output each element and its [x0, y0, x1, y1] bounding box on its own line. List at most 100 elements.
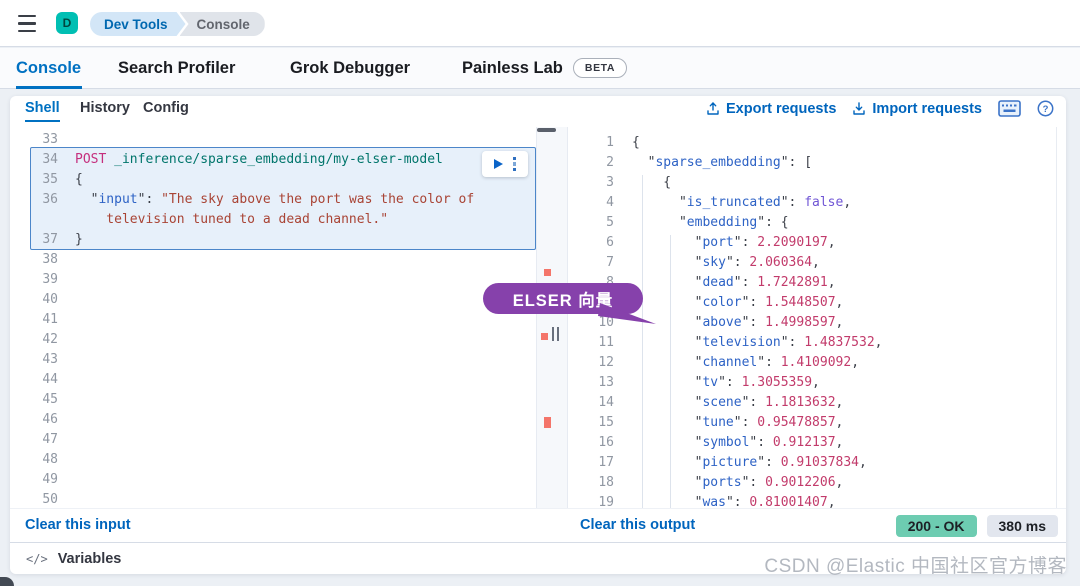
- code-line: 18 "ports": 0.9012206,: [598, 475, 844, 490]
- code-icon: </>: [26, 551, 48, 566]
- code-line: 6 "port": 2.2090197,: [606, 235, 836, 250]
- code-line: 3 {: [606, 175, 672, 190]
- send-request-button[interactable]: [493, 159, 503, 169]
- tab-search-profiler-label: Search Profiler: [118, 58, 236, 77]
- code-line: 42: [42, 332, 58, 347]
- code-line: 37}: [42, 232, 83, 247]
- code-line: 38: [42, 252, 58, 267]
- import-requests-label: Import requests: [872, 100, 982, 117]
- breadcrumb: Dev Tools Console: [90, 12, 265, 36]
- breadcrumb-dev-tools[interactable]: Dev Tools: [90, 12, 186, 36]
- tab-grok-debugger[interactable]: Grok Debugger: [290, 48, 462, 89]
- tab-console[interactable]: Console: [16, 48, 118, 89]
- code-line: 15 "tune": 0.95478857,: [598, 415, 844, 430]
- import-icon: [853, 101, 866, 115]
- resize-handle-icon[interactable]: [552, 327, 560, 341]
- export-icon: [707, 101, 719, 115]
- request-actions: [482, 151, 528, 177]
- tab-grok-debugger-label: Grok Debugger: [290, 58, 411, 77]
- svg-text:?: ?: [1043, 104, 1049, 115]
- code-line: 11 "television": 1.4837532,: [598, 335, 883, 350]
- tab-history[interactable]: History: [80, 100, 130, 116]
- keyboard-shortcuts-icon[interactable]: [998, 100, 1021, 117]
- code-line: 13 "tv": 1.3055359,: [598, 375, 820, 390]
- export-requests-label: Export requests: [726, 100, 837, 117]
- tab-config[interactable]: Config: [143, 100, 189, 116]
- import-requests-button[interactable]: Import requests: [852, 101, 982, 117]
- code-line: 12 "channel": 1.4109092,: [598, 355, 860, 370]
- dev-tools-tab-bar: Console Search Profiler Grok Debugger Pa…: [0, 48, 1080, 89]
- panel-divider[interactable]: [536, 127, 568, 508]
- code-line: 5 "embedding": {: [606, 215, 789, 230]
- code-line: 2 "sparse_embedding": [: [606, 155, 813, 170]
- code-line: 49: [42, 472, 58, 487]
- tab-console-label: Console: [16, 58, 82, 77]
- tab-painless-lab-label: Painless Lab: [462, 58, 563, 77]
- annotation-marker: [544, 269, 551, 276]
- tab-search-profiler[interactable]: Search Profiler: [118, 48, 290, 89]
- code-line: 43: [42, 352, 58, 367]
- code-line: 16 "symbol": 0.912137,: [598, 435, 844, 450]
- space-avatar[interactable]: D: [56, 12, 78, 34]
- code-line: 50: [42, 492, 58, 507]
- code-line: 14 "scene": 1.1813632,: [598, 395, 844, 410]
- code-line: 48: [42, 452, 58, 467]
- variables-label: Variables: [57, 550, 122, 567]
- beta-badge: BETA: [572, 58, 628, 78]
- code-line: 10 "above": 1.4998597,: [598, 315, 844, 330]
- clear-input-link[interactable]: Clear this input: [25, 517, 131, 533]
- response-time-badge: 380 ms: [986, 515, 1058, 537]
- code-line: 19 "was": 0.81001407,: [598, 495, 836, 508]
- indent-guide: [642, 175, 643, 508]
- breadcrumb-console: Console: [179, 12, 265, 36]
- request-options-icon[interactable]: [512, 156, 517, 172]
- code-line: 17 "picture": 0.91037834,: [598, 455, 867, 470]
- output-scroll-track: [1056, 127, 1057, 508]
- console-actions: Export requests Import requests ?: [706, 100, 1054, 117]
- active-tab-underline: [16, 85, 82, 89]
- code-line: 33: [42, 132, 58, 147]
- response-output[interactable]: 1{ 2 "sparse_embedding": [ 3 { 4 "is_trunca…: [568, 127, 1066, 508]
- annotation-marker: [541, 333, 548, 340]
- code-line: 35{: [42, 172, 83, 187]
- export-requests-button[interactable]: Export requests: [706, 101, 836, 117]
- code-line: 40: [42, 292, 58, 307]
- code-line: 8 "dead": 1.7242891,: [606, 275, 836, 290]
- editor-actions-row: Clear this input Clear this output 200 -…: [10, 508, 1066, 542]
- status-badge: 200 - OK: [895, 515, 977, 537]
- indent-guide: [670, 235, 671, 508]
- code-line: 4 "is_truncated": false,: [606, 195, 852, 210]
- elser-callout-label: ELSER 向量: [483, 283, 643, 314]
- clear-output-link[interactable]: Clear this output: [580, 517, 696, 533]
- code-line: 7 "sky": 2.060364,: [606, 255, 820, 270]
- code-line: 41: [42, 312, 58, 327]
- variables-toggle[interactable]: </> Variables: [10, 542, 1066, 574]
- response-badges: 200 - OK 380 ms: [895, 515, 1058, 537]
- code-line: 44: [42, 372, 58, 387]
- tab-painless-lab[interactable]: Painless Lab: [462, 48, 563, 89]
- tab-shell[interactable]: Shell: [25, 100, 60, 122]
- code-line: 46: [42, 412, 58, 427]
- code-line: television tuned to a dead channel.": [75, 212, 389, 227]
- code-line: 36 "input": "The sky above the port was …: [42, 192, 475, 207]
- bottom-left-corner-shape: [0, 577, 14, 586]
- output-lines: 1{ 2 "sparse_embedding": [ 3 { 4 "is_trunca…: [568, 133, 1066, 508]
- scrollbar-thumb[interactable]: [537, 128, 556, 132]
- help-icon[interactable]: ?: [1037, 100, 1054, 117]
- watermark: CSDN @Elastic 中国社区官方博客: [764, 556, 1067, 577]
- code-line: 39: [42, 272, 58, 287]
- top-bar: D Dev Tools Console: [0, 0, 1080, 47]
- console-panel: Shell History Config Export requests Imp…: [10, 96, 1066, 574]
- elser-callout: ELSER 向量: [483, 283, 656, 324]
- console-sub-nav: Shell History Config Export requests Imp…: [10, 96, 1066, 127]
- selected-request-highlight: [30, 147, 536, 250]
- code-line: 45: [42, 392, 58, 407]
- callout-tail: [598, 303, 656, 324]
- menu-icon[interactable]: [18, 15, 36, 32]
- code-line: 1{: [606, 135, 640, 150]
